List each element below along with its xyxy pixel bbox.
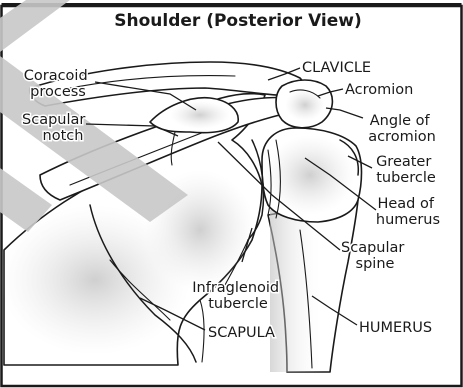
label-angle-line1: Angle of — [370, 113, 431, 129]
label-coracoid-line1: Coracoid — [24, 68, 88, 84]
label-angle-of-acromion: Angle of acromion — [368, 113, 436, 145]
label-humerus: HUMERUS — [359, 320, 432, 336]
label-greater-tubercle: Greater tubercle — [376, 154, 436, 186]
diagram-title: Shoulder (Posterior View) — [114, 11, 362, 31]
label-coracoid-process: Coracoid process — [24, 68, 93, 100]
label-greater-line1: Greater — [376, 154, 431, 170]
label-clavicle: CLAVICLE — [302, 60, 371, 76]
title-rule — [2, 3, 462, 7]
label-spine-line2: spine — [356, 256, 395, 272]
label-scapular-notch-line1: Scapular — [22, 112, 85, 128]
label-coracoid-line2: process — [30, 84, 86, 100]
label-scapula: SCAPULA — [208, 325, 275, 341]
label-spine-line1: Scapular — [341, 240, 404, 256]
label-scapular-notch-line2: notch — [43, 128, 84, 144]
label-head-of-humerus: Head of humerus — [376, 196, 440, 228]
label-greater-line2: tubercle — [376, 170, 436, 186]
label-angle-line2: acromion — [368, 129, 436, 145]
label-head-line2: humerus — [376, 212, 440, 228]
label-infra-line2: tubercle — [208, 296, 268, 312]
acromion-bone — [276, 80, 332, 128]
label-infra-line1: Infraglenoid — [192, 280, 279, 296]
label-head-line1: Head of — [377, 196, 434, 212]
label-acromion: Acromion — [345, 82, 413, 98]
